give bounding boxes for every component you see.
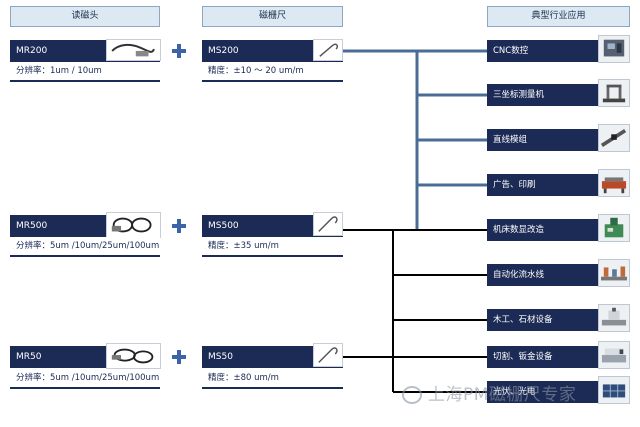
application-linear-module: 直线模组 <box>487 129 600 151</box>
application-cutting-sheet-metal: 切割、钣金设备 <box>487 346 600 368</box>
cmm-icon <box>598 79 630 107</box>
assembly-line-icon <box>598 259 630 287</box>
application-printing: 广告、印刷 <box>487 174 600 196</box>
application-woodworking-stone: 木工、石材设备 <box>487 309 600 331</box>
cnc-machine-icon <box>598 35 630 63</box>
plus-icon <box>172 350 186 364</box>
scale-model-ms200: MS200 <box>202 40 343 62</box>
read-head-spec-mr500: 分辨率：5um /10um/25um/100um <box>10 237 160 257</box>
scale-tape-icon <box>313 343 343 367</box>
machine-tool-icon <box>598 214 630 242</box>
scale-spec-ms500: 精度：±35 um/m <box>202 237 343 257</box>
plus-icon <box>172 219 186 233</box>
scale-spec-ms200: 精度：±10 ～ 20 um/m <box>202 62 343 82</box>
watermark-text: 上海PM磁栅尺专家 <box>428 385 577 405</box>
header-scale: 磁栅尺 <box>202 6 343 27</box>
application-cnc: CNC数控 <box>487 40 600 62</box>
plus-icon <box>172 44 186 58</box>
application-assembly-line: 自动化流水线 <box>487 264 600 286</box>
cable-head-icon <box>106 212 161 238</box>
linear-module-icon <box>598 124 630 152</box>
scale-model-ms50: MS50 <box>202 346 343 368</box>
read-head-spec-mr50: 分辨率：5um /10um/25um/100um <box>10 369 160 389</box>
scale-tape-icon <box>313 212 343 236</box>
cable-head-icon <box>106 343 161 369</box>
cable-head-icon <box>106 39 161 61</box>
application-machine-tool-retrofit: 机床数显改造 <box>487 219 600 241</box>
scale-model-ms500: MS500 <box>202 215 343 237</box>
scale-tape-icon <box>313 39 343 61</box>
woodworking-icon <box>598 304 630 332</box>
printer-icon <box>598 169 630 197</box>
application-photovoltaic: 光伏、光电 <box>487 381 600 403</box>
cutting-machine-icon <box>598 341 630 369</box>
header-applications: 典型行业应用 <box>487 6 630 27</box>
header-read-head: 读磁头 <box>10 6 160 27</box>
photovoltaic-icon <box>598 376 630 404</box>
wechat-icon <box>402 386 422 404</box>
scale-spec-ms50: 精度：±80 um/m <box>202 369 343 389</box>
application-cmm: 三坐标测量机 <box>487 84 600 106</box>
read-head-spec-mr200: 分辨率：1um / 10um <box>10 62 160 82</box>
